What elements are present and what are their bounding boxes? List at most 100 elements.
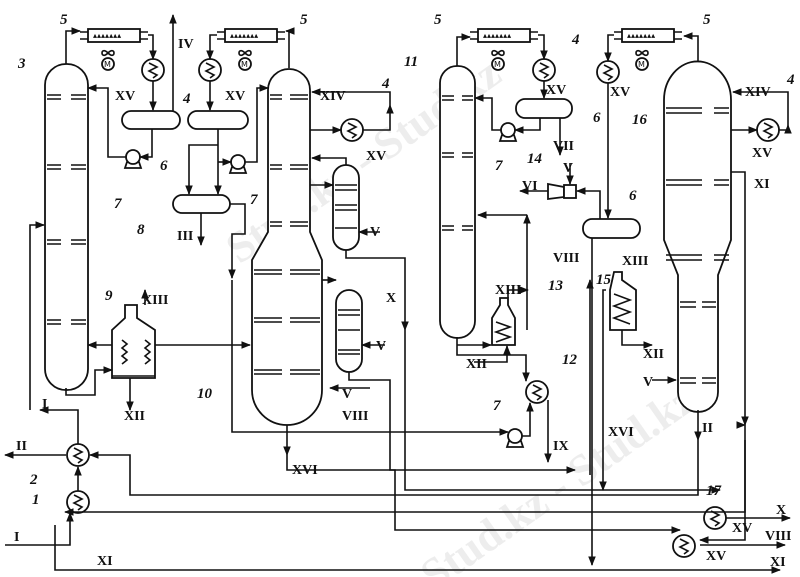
column-11 xyxy=(439,65,476,339)
pump-7 xyxy=(229,154,247,174)
unit-label: 8 xyxy=(137,222,145,238)
stream-label: XV xyxy=(546,83,566,98)
stream-label: V xyxy=(563,161,573,176)
stream-label: V xyxy=(376,339,386,354)
heat-exchanger-12 xyxy=(525,380,549,404)
heat-exchanger-4 xyxy=(596,60,620,84)
stream-label: XV xyxy=(752,146,772,161)
unit-label: 13 xyxy=(548,278,564,294)
stream-label: XV xyxy=(225,89,245,104)
drum-6 xyxy=(187,110,249,130)
unit-label: 6 xyxy=(593,110,601,126)
piping xyxy=(4,14,792,574)
stream-label: XIII xyxy=(142,293,168,308)
stream-label: XII xyxy=(466,357,487,372)
heat-exchanger-4 xyxy=(141,58,165,82)
stream-label: V xyxy=(643,375,653,390)
unit-label: 4 xyxy=(786,72,795,88)
stream-label: XIV xyxy=(320,89,346,104)
unit-label: 5 xyxy=(60,12,68,28)
stream-label: XV xyxy=(706,549,726,564)
unit-label: 5 xyxy=(434,12,442,28)
unit-label: 15 xyxy=(596,272,612,288)
unit-label: 5 xyxy=(703,12,711,28)
stream-label: XV xyxy=(732,521,752,536)
unit-label: 7 xyxy=(495,158,503,174)
furnace-13 xyxy=(491,297,516,346)
stream-label: XII xyxy=(124,409,145,424)
air-cooler-5 xyxy=(613,28,683,71)
stream-label: VI xyxy=(522,179,538,194)
unit-label: 9 xyxy=(105,288,113,304)
stripper-upper xyxy=(332,164,360,251)
column-10 xyxy=(251,68,323,426)
stream-label: XVI xyxy=(608,425,634,440)
unit-label: 7 xyxy=(114,196,122,212)
unit-label: 10 xyxy=(197,386,213,402)
stream-label: XIV xyxy=(745,85,771,100)
pump-7 xyxy=(506,428,524,448)
furnace-9 xyxy=(111,304,156,379)
stream-label: X xyxy=(386,291,396,306)
unit-label: 14 xyxy=(527,151,543,167)
stream-label: I xyxy=(14,530,19,545)
stream-label: VIII xyxy=(553,251,579,266)
unit-label: 5 xyxy=(300,12,308,28)
unit-label: 4 xyxy=(571,32,580,48)
column-16 xyxy=(663,60,732,413)
stream-label: II xyxy=(702,421,713,436)
stream-label: VII xyxy=(553,139,574,154)
stream-label: V xyxy=(342,387,352,402)
stream-label: III xyxy=(177,229,193,244)
air-cooler-5 xyxy=(216,28,286,71)
stream-label: IX xyxy=(553,439,569,454)
unit-labels: 5 5 5 5 3 4 6 7 7 8 4 9 10 11 4 6 7 14 6… xyxy=(17,12,795,508)
unit-label: 4 xyxy=(182,91,191,107)
stream-label: V xyxy=(370,225,380,240)
heat-exchanger-4 xyxy=(532,58,556,82)
unit-label: 11 xyxy=(404,54,418,70)
unit-label: 4 xyxy=(381,76,390,92)
furnace-15 xyxy=(609,271,637,331)
heat-exchanger-17 xyxy=(672,534,696,558)
stream-label: XI xyxy=(97,554,113,569)
stream-labels: IV XV XV III XIV XV V XIII XII X V V VII… xyxy=(14,37,791,570)
heat-exchanger-17 xyxy=(703,506,727,530)
ejector-14 xyxy=(547,182,577,201)
unit-label: 3 xyxy=(17,56,26,72)
column-3 xyxy=(44,63,89,391)
stream-label: X xyxy=(776,503,786,518)
unit-label: 16 xyxy=(632,112,648,128)
unit-label: 6 xyxy=(629,188,637,204)
stream-label: XV xyxy=(366,149,386,164)
drum-6 xyxy=(582,218,641,239)
stripper-lower xyxy=(335,289,363,373)
unit-label: 17 xyxy=(706,483,722,499)
stream-label: XVI xyxy=(292,463,318,478)
stream-label: XII xyxy=(643,347,664,362)
stream-label: XI xyxy=(770,555,786,570)
pump-7 xyxy=(499,122,517,142)
stream-label: XI xyxy=(754,177,770,192)
unit-label: 7 xyxy=(250,192,258,208)
pump-7 xyxy=(124,149,142,169)
unit-label: 12 xyxy=(562,352,578,368)
unit-label: 7 xyxy=(493,398,501,414)
stream-label: XV xyxy=(610,85,630,100)
stream-label: XV xyxy=(115,89,135,104)
stream-label: XIII xyxy=(495,283,521,298)
watermark: Stud.kz - Stud.kz xyxy=(412,374,705,577)
stream-label: XIII xyxy=(622,254,648,269)
drum-6 xyxy=(515,98,573,119)
stream-label: II xyxy=(16,439,27,454)
drum-8 xyxy=(172,194,231,214)
stream-label: VIII xyxy=(342,409,368,424)
unit-label: 6 xyxy=(160,158,168,174)
heat-exchanger-1 xyxy=(66,490,90,514)
stream-label: VIII xyxy=(765,529,791,544)
stream-label: IV xyxy=(178,37,194,52)
heat-exchanger-2 xyxy=(66,443,90,467)
unit-label: 1 xyxy=(32,492,40,508)
stream-label: I xyxy=(42,397,47,412)
